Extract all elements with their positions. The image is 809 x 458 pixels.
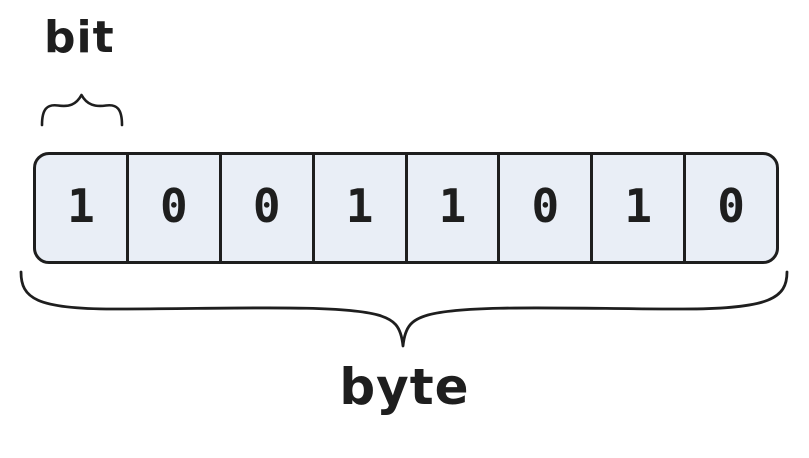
bit-cell-1: 0	[125, 155, 219, 261]
bit-cell-2: 0	[218, 155, 312, 261]
bit-value: 0	[717, 179, 745, 233]
bit-value: 1	[67, 179, 95, 233]
bit-brace-icon	[40, 93, 124, 127]
bit-cell-3: 1	[311, 155, 405, 261]
byte-brace-icon	[19, 270, 789, 348]
byte-box: 1 0 0 1 1 0 1 0	[33, 152, 779, 264]
bit-value: 0	[531, 179, 560, 233]
bit-cell-5: 0	[497, 155, 590, 261]
bit-value: 0	[252, 179, 281, 233]
bit-value: 1	[345, 179, 374, 233]
bit-value: 1	[624, 179, 653, 233]
bit-cell-7: 0	[683, 155, 776, 261]
byte-label: byte	[339, 358, 470, 416]
bit-value: 0	[159, 179, 188, 233]
bit-value: 1	[438, 179, 467, 233]
bit-label: bit	[44, 12, 115, 63]
bit-cell-0: 1	[36, 155, 126, 261]
bit-cell-4: 1	[404, 155, 498, 261]
bit-cell-6: 1	[590, 155, 683, 261]
